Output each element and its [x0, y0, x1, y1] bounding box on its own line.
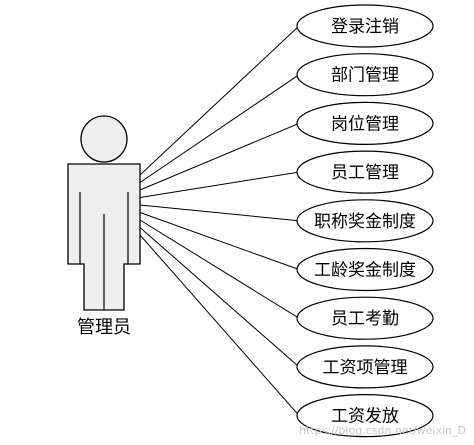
- use-cases: 登录注销部门管理岗位管理员工管理职称奖金制度工龄奖金制度员工考勤工资项管理工资发…: [296, 4, 434, 438]
- use-case-ellipse: [296, 345, 434, 389]
- use-case-label: 员工管理: [331, 163, 399, 183]
- actor: 管理员: [67, 115, 141, 338]
- use-case: 员工管理: [296, 150, 434, 194]
- association-line: [139, 227, 300, 368]
- use-case-label: 员工考勤: [331, 309, 399, 329]
- use-case: 部门管理: [296, 53, 434, 97]
- use-case-ellipse: [296, 150, 434, 194]
- use-case-ellipse: [296, 101, 434, 146]
- use-case: 登录注销: [296, 4, 434, 48]
- use-case-label: 岗位管理: [331, 114, 399, 134]
- use-case-ellipse: [296, 4, 434, 48]
- association-line: [139, 171, 300, 198]
- actor-head: [80, 115, 128, 163]
- actor-label: 管理员: [77, 317, 131, 338]
- use-case-label: 职称奖金制度: [314, 212, 416, 232]
- use-case-label: 工资项管理: [323, 358, 408, 378]
- use-case-label: 工资发放: [331, 407, 399, 427]
- association-line: [139, 25, 300, 176]
- use-case: 工资项管理: [296, 345, 434, 389]
- use-case-ellipse: [296, 296, 434, 340]
- association-line: [139, 122, 300, 191]
- association-line: [139, 212, 300, 270]
- use-case-label: 登录注销: [331, 17, 399, 37]
- use-case-ellipse: [296, 199, 434, 243]
- association-line: [139, 219, 300, 319]
- use-case-label: 工龄奖金制度: [314, 261, 416, 281]
- use-case-label: 部门管理: [331, 66, 399, 86]
- use-case: 工资发放: [296, 394, 434, 438]
- association-lines: [139, 25, 300, 416]
- association-line: [139, 74, 300, 183]
- use-case-ellipse: [296, 53, 434, 97]
- use-case: 岗位管理: [296, 101, 434, 146]
- use-case-ellipse: [296, 247, 434, 292]
- use-case: 工龄奖金制度: [296, 247, 434, 292]
- watermark: https://blog.csdn.net/weixin_D: [299, 424, 466, 437]
- use-case-ellipse: [296, 394, 434, 438]
- use-case: 员工考勤: [296, 296, 434, 340]
- use-case: 职称奖金制度: [296, 199, 434, 243]
- association-line: [139, 204, 300, 222]
- association-line: [139, 234, 300, 416]
